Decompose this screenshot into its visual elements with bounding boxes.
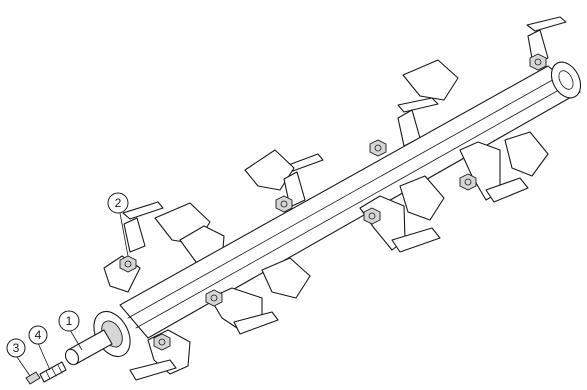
callout-3: 3 [6,338,31,377]
roll-pin [39,361,67,383]
tine-blade [526,16,567,32]
callout-2: 2 [107,192,129,257]
tine-blade [397,97,439,113]
bolt-assembly [119,255,137,273]
callout-label: 4 [35,328,42,342]
tine-blade [399,175,445,221]
callout-label: 2 [115,196,122,210]
tine-blade [504,131,549,177]
tine-blade [485,177,529,203]
tine-blade [233,311,279,335]
callout-1: 1 [58,310,83,351]
rear-tine-group [122,16,567,263]
tine-blade [261,257,311,299]
tine-blade [402,59,459,101]
rotor-tube [119,61,582,339]
drive-end-assembly [64,310,131,366]
callout-4: 4 [28,325,51,371]
front-tine-group [103,131,549,381]
tine-arm [123,217,146,253]
bolt-assembly [459,173,477,191]
pin-part [39,361,67,383]
tine-blade [391,227,441,253]
bolt-assembly [275,195,293,213]
bolt-assembly [153,333,171,351]
grease-nipple-part [25,371,41,385]
bolt-assembly [529,53,547,71]
tine-blade [122,201,164,220]
bolt-assembly [205,289,223,307]
tube-body [119,65,581,339]
callout-label: 1 [66,314,73,328]
flange-bolts [119,53,547,351]
grease-nipple [25,371,41,385]
tube-end-cap [550,61,582,99]
bolt-assembly [369,139,387,157]
bolt-assembly [363,207,381,225]
tine-blade [129,359,177,381]
callout-label: 3 [13,341,20,355]
